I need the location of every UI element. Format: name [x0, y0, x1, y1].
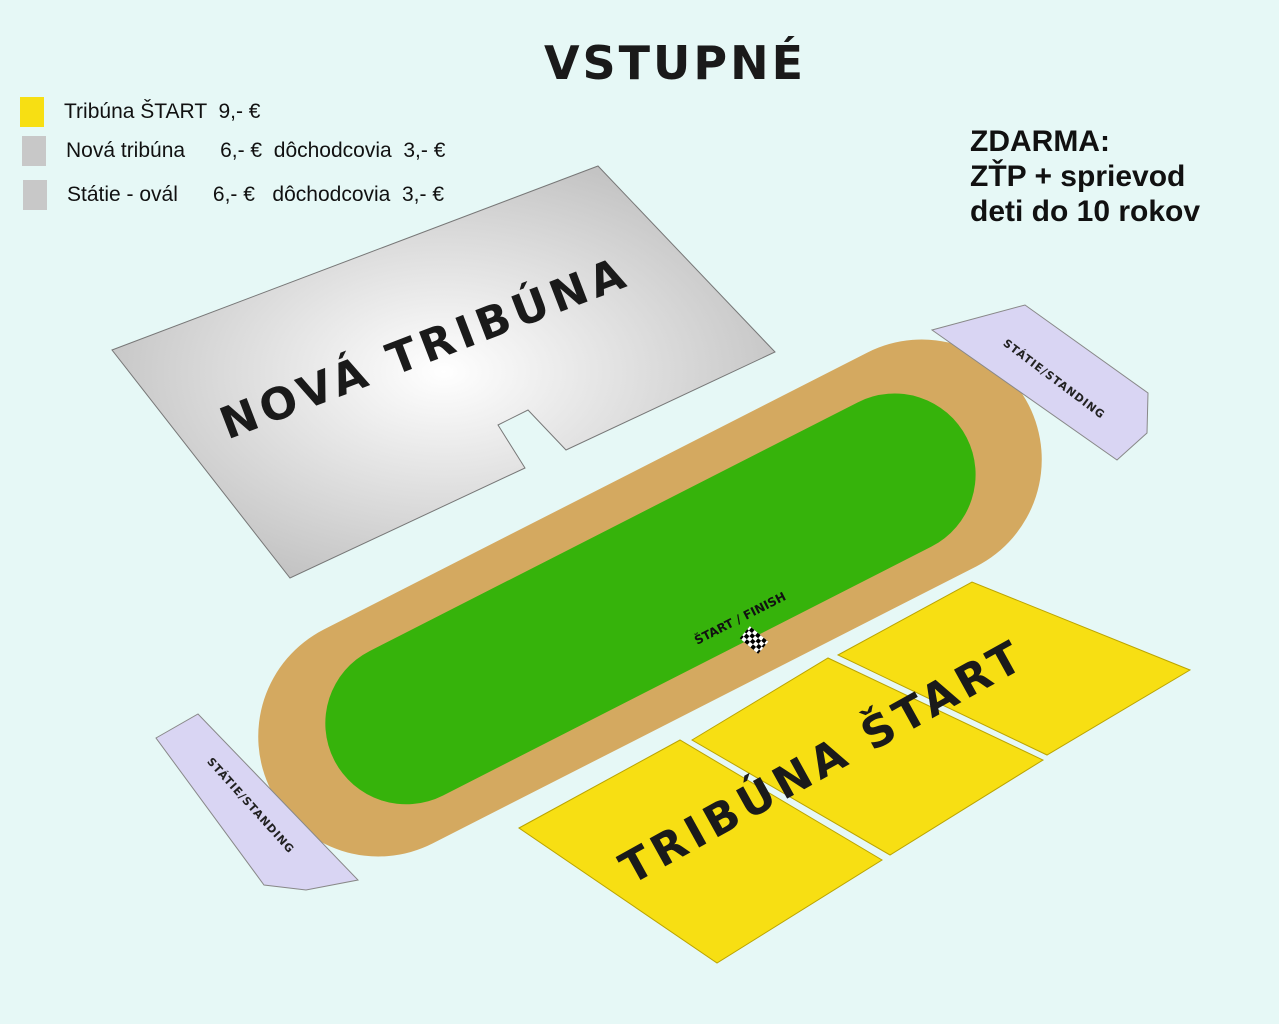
legend-swatch-gray — [22, 136, 46, 166]
legend-item-tribuna-start: Tribúna ŠTART 9,- € — [20, 97, 260, 127]
statie-top-area[interactable] — [930, 304, 1149, 461]
tribuna-start-section-2[interactable] — [691, 657, 1045, 856]
legend-item-nova-tribuna: Nová tribúna 6,- € dôchodcovia 3,- € — [22, 136, 445, 166]
tribuna-start-section-1[interactable] — [836, 581, 1192, 756]
tribuna-start-section-3[interactable] — [518, 739, 883, 964]
free-entry-note: ZDARMA: ZŤP + sprievod deti do 10 rokov — [970, 124, 1200, 229]
free-entry-line: deti do 10 rokov — [970, 195, 1201, 228]
free-entry-line: ZŤP + sprievod — [970, 160, 1186, 193]
nova-tribuna-area[interactable] — [111, 165, 776, 579]
page-title: VSTUPNÉ — [543, 36, 807, 90]
legend-swatch-gray — [23, 180, 47, 210]
legend-swatch-yellow — [20, 97, 44, 127]
checkered-flag-icon — [739, 626, 769, 654]
field — [325, 393, 976, 805]
track — [258, 339, 1042, 857]
free-entry-heading: ZDARMA: — [970, 125, 1110, 158]
statie-bottom-area[interactable] — [155, 713, 359, 891]
legend-item-statie: Státie - ovál 6,- € dôchodcovia 3,- € — [23, 180, 444, 210]
